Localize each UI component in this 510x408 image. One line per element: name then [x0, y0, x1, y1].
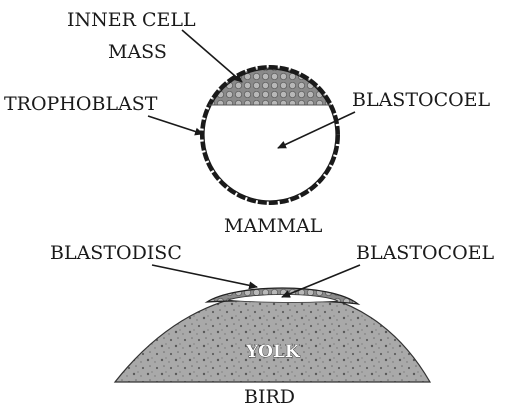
label-trophoblast: TROPHOBLAST: [4, 93, 158, 115]
mammal-blastocyst: [195, 62, 345, 203]
label-blastodisc: BLASTODISC: [50, 242, 182, 264]
arrow-trophoblast: [148, 116, 203, 134]
yolk-mass: [115, 291, 430, 382]
caption-bird: BIRD: [244, 386, 295, 408]
label-yolk: YOLK: [245, 342, 301, 362]
bird-egg: [115, 288, 430, 382]
label-blastocoel-bird: BLASTOCOEL: [356, 242, 495, 264]
label-inner-cell-mass-line2: MASS: [108, 41, 167, 63]
arrow-blastocoel-mammal: [278, 112, 355, 148]
arrow-blastodisc: [152, 265, 257, 287]
caption-mammal: MAMMAL: [224, 215, 323, 237]
arrow-inner-cell-mass: [182, 30, 242, 82]
label-inner-cell-mass-line1: INNER CELL: [67, 9, 196, 31]
label-blastocoel-mammal: BLASTOCOEL: [352, 89, 491, 111]
